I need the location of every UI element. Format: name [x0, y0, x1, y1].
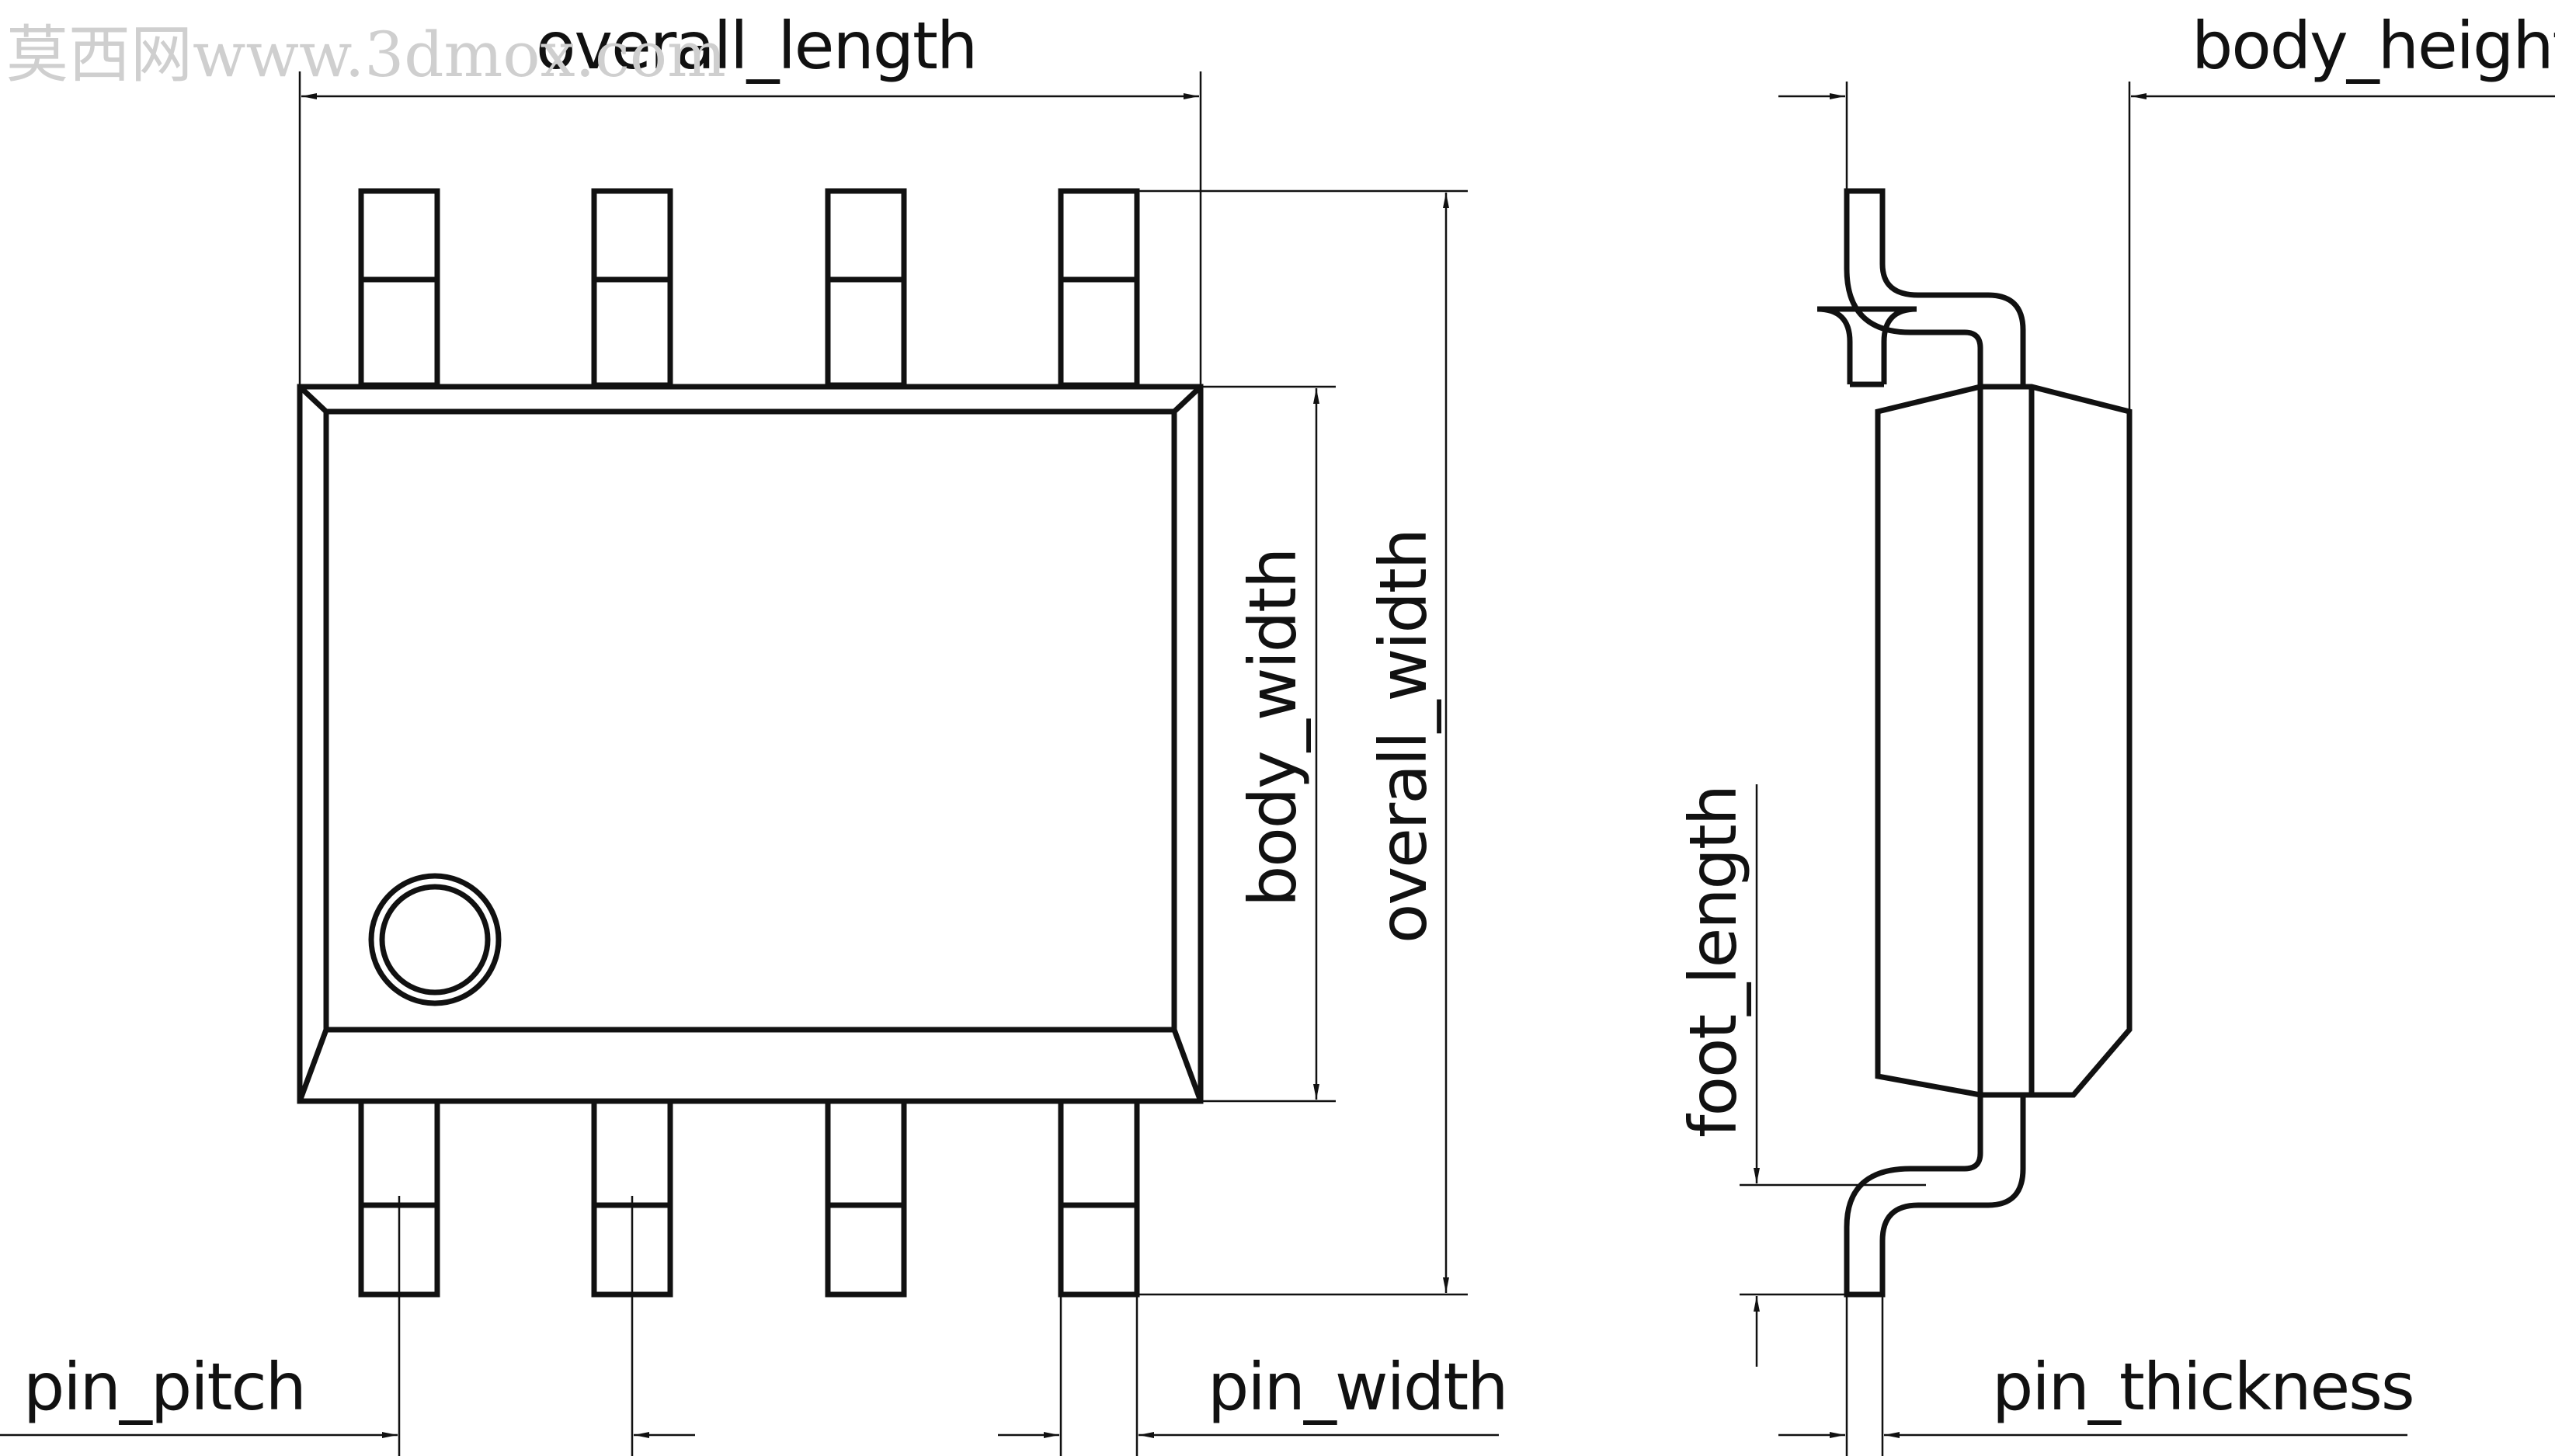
bottom-pins	[358, 1097, 1140, 1298]
top-view: overall_length body_width overall_width …	[0, 8, 1508, 1456]
overall-width-label: overall_width	[1365, 530, 1441, 943]
pin-top-4	[1058, 188, 1140, 388]
pin-pitch-label: pin_pitch	[23, 1349, 305, 1425]
pin-top-1	[358, 188, 440, 388]
pin-width-dimension: pin_width	[998, 1294, 1508, 1456]
pin-width-label: pin_width	[1208, 1349, 1507, 1425]
side-body	[1875, 384, 2133, 1098]
overall-length-label: overall_length	[536, 8, 976, 84]
lower-lead-shape	[1844, 1092, 2026, 1298]
pin-pitch-dimension: pin_pitch	[0, 1196, 695, 1456]
top-pins	[358, 188, 1140, 388]
pin-bottom-3	[825, 1097, 907, 1298]
foot-length-dimension: foot_length	[1675, 784, 1926, 1367]
side-view: body_height foot_length pin_thickness	[1675, 8, 2555, 1456]
pin1-marker	[368, 873, 502, 1006]
foot-length-label: foot_length	[1675, 786, 1751, 1138]
body-height-dimension: body_height	[1778, 8, 2555, 412]
overall-width-dimension: overall_width	[1137, 189, 1468, 1296]
pin-top-2	[591, 188, 673, 388]
upper-lead-shape	[1844, 188, 2026, 390]
body-width-dimension: body_width	[1201, 385, 1336, 1103]
pin-thickness-dimension: pin_thickness	[1778, 1294, 2415, 1456]
pin-thickness-label: pin_thickness	[1992, 1349, 2414, 1425]
body-height-label: body_height	[2192, 8, 2555, 84]
pin-top-3	[825, 188, 907, 388]
body-width-label: body_width	[1235, 549, 1311, 907]
package-body	[297, 384, 1204, 1104]
watermark-text: 莫西网www.3dmox.com	[6, 19, 726, 91]
overall-length-dimension: overall_length	[298, 8, 1202, 387]
pin-bottom-4	[1058, 1097, 1140, 1298]
